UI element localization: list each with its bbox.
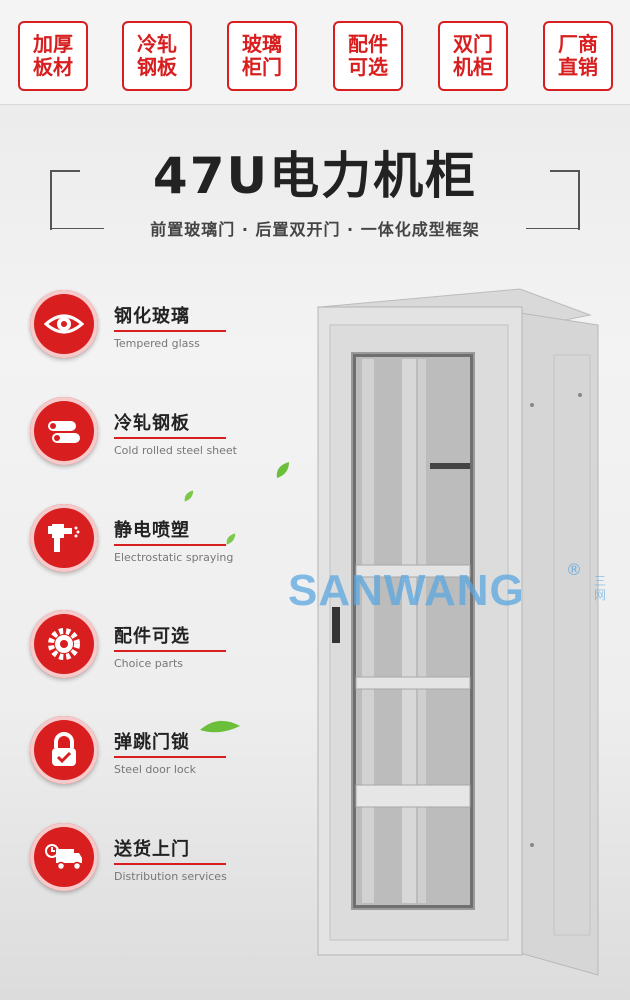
title-bracket-left bbox=[50, 170, 80, 230]
page-subtitle: 前置玻璃门 · 后置双开门 · 一体化成型框架 bbox=[150, 220, 480, 239]
page-title: 47U电力机柜 bbox=[152, 147, 478, 205]
feature-cold-rolled-steel: 冷轧钢板 Cold rolled steel sheet bbox=[30, 397, 270, 467]
feature-title: 静电喷塑 bbox=[114, 520, 190, 541]
gear-icon bbox=[30, 610, 98, 678]
eye-icon bbox=[30, 290, 98, 358]
feature-underline bbox=[114, 544, 226, 546]
feature-subtitle: Tempered glass bbox=[114, 337, 200, 350]
tag-cold-rolled: 冷轧钢板 bbox=[122, 21, 192, 91]
tag-line-1: 冷轧钢板 bbox=[137, 32, 177, 79]
feature-tag-bar: 加厚板材 冷轧钢板 玻璃柜门 配件可选 双门机柜 厂商直销 bbox=[0, 0, 630, 105]
tag-line-1: 厂商直销 bbox=[558, 32, 598, 79]
tag-line-1: 双门机柜 bbox=[453, 32, 493, 79]
feature-underline bbox=[114, 756, 226, 758]
feature-electrostatic-spray: 静电喷塑 Electrostatic spraying bbox=[30, 504, 270, 574]
spray-gun-icon bbox=[30, 504, 98, 572]
leaf-icon bbox=[276, 462, 289, 478]
leaf-icon bbox=[200, 720, 240, 733]
registered-mark: ® bbox=[566, 560, 582, 579]
feature-underline bbox=[114, 650, 226, 652]
feature-underline bbox=[114, 330, 226, 332]
subtitle-rule-right bbox=[526, 228, 580, 229]
tag-factory-direct: 厂商直销 bbox=[543, 21, 613, 91]
feature-tempered-glass: 钢化玻璃 Tempered glass bbox=[30, 290, 270, 360]
feature-title: 弹跳门锁 bbox=[114, 732, 190, 753]
feature-door-lock: 弹跳门锁 Steel door lock bbox=[30, 716, 270, 786]
feature-subtitle: Choice parts bbox=[114, 657, 184, 670]
tag-optional-parts: 配件可选 bbox=[333, 21, 403, 91]
delivery-truck-icon bbox=[30, 823, 98, 891]
subtitle-rule-left bbox=[50, 228, 104, 229]
brand-watermark: SANWANG bbox=[288, 566, 525, 615]
padlock-icon bbox=[30, 716, 98, 784]
title-bracket-right bbox=[550, 170, 580, 230]
cabinet-illustration bbox=[317, 288, 599, 976]
steel-coil-icon bbox=[30, 397, 98, 465]
tag-double-door: 双门机柜 bbox=[438, 21, 508, 91]
tag-line-1: 配件可选 bbox=[348, 32, 388, 79]
feature-underline bbox=[114, 437, 226, 439]
feature-subtitle: Distribution services bbox=[114, 870, 227, 883]
tag-thick-plate: 加厚板材 bbox=[18, 21, 88, 91]
tag-line-1: 加厚板材 bbox=[33, 32, 73, 79]
tag-line-1: 玻璃柜门 bbox=[242, 32, 282, 79]
brand-watermark-cn: 三网 bbox=[594, 574, 607, 602]
feature-title: 送货上门 bbox=[114, 839, 190, 860]
leaf-icon bbox=[184, 490, 194, 502]
feature-subtitle: Steel door lock bbox=[114, 763, 197, 776]
feature-underline bbox=[114, 863, 226, 865]
feature-title: 配件可选 bbox=[114, 626, 190, 647]
leaf-icon bbox=[226, 533, 236, 545]
feature-delivery: 送货上门 Distribution services bbox=[30, 823, 270, 893]
tag-glass-door: 玻璃柜门 bbox=[227, 21, 297, 91]
feature-title: 钢化玻璃 bbox=[114, 306, 190, 327]
feature-choice-parts: 配件可选 Choice parts bbox=[30, 610, 270, 680]
feature-subtitle: Electrostatic spraying bbox=[114, 551, 234, 564]
feature-title: 冷轧钢板 bbox=[114, 413, 190, 434]
feature-subtitle: Cold rolled steel sheet bbox=[114, 444, 237, 457]
